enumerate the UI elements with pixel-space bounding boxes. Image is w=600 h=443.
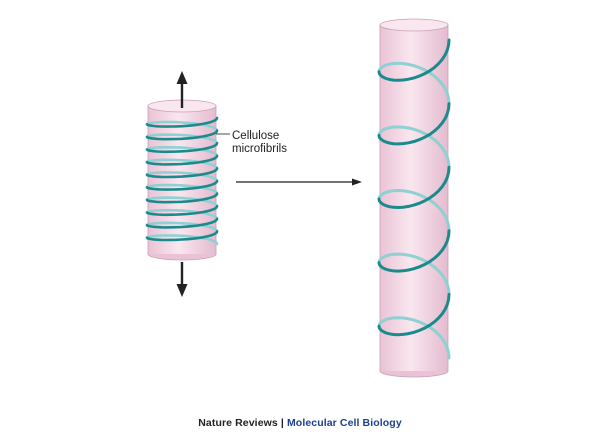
short-fibril-back-turn [146,120,219,132]
short-fibril-front-turn [145,116,219,128]
journal-section: Molecular Cell Biology [286,417,402,429]
down-arrow-icon [176,262,188,297]
fibrils-label-line1: Cellulose [232,130,279,142]
tall-fibrils-front [377,38,451,337]
short-fibrils-front [145,116,219,242]
tall-fibrils-back [377,61,451,360]
short-fibril-back-turn [146,208,219,221]
tall-fibril-back-turn [377,125,451,169]
short-fibril-back-turn [146,183,219,195]
short-fibril-front-turn [145,230,219,242]
short-fibril-back-turn [146,171,219,183]
short-fibril-front-turn [145,129,219,141]
short-fibril-back-turn [146,133,219,145]
credit-separator: | [280,417,284,429]
short-fibril-back-turn [146,158,219,170]
tall-fibril-front-turn [377,102,451,146]
short-fibril-back-turn [146,145,219,158]
tall-fibril-back-turn [377,188,451,233]
tall-fibril-back-turn [377,61,451,106]
short-fibril-back-turn [146,234,219,246]
tall-fibril-front-turn [377,38,451,82]
short-fibril-back-turn [146,221,219,233]
tall-fibril-back-turn [377,252,451,296]
tall-fibril-front-turn [377,165,451,210]
tall-fibril-front-turn [377,292,451,337]
tall-fibril-front-turn [377,229,451,273]
tall-fibril-back-turn [377,316,451,360]
short-fibril-front-turn [145,192,219,204]
short-fibril-front-turn [145,154,219,166]
short-fibril-front-turn [145,141,219,154]
journal-credit: Nature Reviews | Molecular Cell Biology [0,417,600,429]
short-fibril-front-turn [145,167,219,179]
short-fibril-front-turn [145,217,219,229]
short-fibril-front-turn [145,204,219,217]
short-cell-cylinder [145,99,219,261]
short-fibril-back-turn [146,196,219,208]
journal-name: Nature Reviews [198,417,278,429]
right-arrow-icon [236,178,362,186]
elongated-cell-cylinder [377,18,451,378]
short-fibrils-back [146,120,219,246]
up-arrow-icon [176,71,188,108]
fibrils-label-line2: microfibrils [232,143,287,155]
short-fibril-front-turn [145,179,219,191]
